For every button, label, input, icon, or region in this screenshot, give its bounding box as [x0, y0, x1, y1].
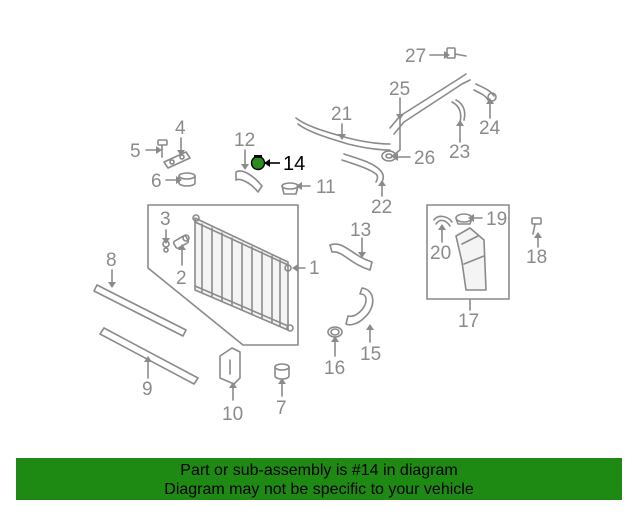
- callout-labels: 1 2 3 4 5 6 7 8 9 10 11 12 13 14 15 16 1…: [106, 46, 547, 425]
- leader-lines: [111, 54, 539, 401]
- callout-6: 6: [151, 171, 162, 192]
- hose-part-22: [341, 153, 385, 183]
- bolt-part-18: [531, 217, 542, 235]
- callout-23: 23: [449, 142, 470, 163]
- callout-12: 12: [234, 130, 255, 151]
- callout-3: 3: [160, 209, 171, 230]
- bolt-part-27: [446, 47, 467, 59]
- callout-11: 11: [316, 177, 336, 198]
- callout-10: 10: [222, 404, 243, 425]
- callout-24: 24: [479, 118, 501, 139]
- callout-22: 22: [371, 197, 392, 218]
- lower-bracket-part: [219, 347, 241, 385]
- radiator-core: [192, 214, 294, 332]
- reservoir-tank: [455, 227, 487, 291]
- callout-1: 1: [309, 258, 320, 279]
- upper-hose-part: [235, 170, 263, 193]
- lower-hose-part: [345, 287, 374, 326]
- callout-25: 25: [389, 79, 410, 100]
- pipe-part-25: [389, 73, 471, 159]
- hose-part-13: [329, 243, 373, 271]
- reservoir-assembly-outline: [426, 204, 510, 300]
- seal-strip-upper: [93, 284, 187, 337]
- banner-line-1: Part or sub-assembly is #14 in diagram: [180, 462, 458, 479]
- bolt-part: [157, 139, 168, 158]
- parts-diagram: 1 2 3 4 5 6 7 8 9 10 11 12 13 14 15 16 1…: [93, 46, 547, 425]
- seal-strip-lower: [99, 327, 199, 385]
- callout-8: 8: [106, 250, 117, 271]
- callout-16: 16: [324, 358, 345, 379]
- radiator-assembly-outline: [147, 204, 299, 346]
- callout-20: 20: [430, 243, 451, 264]
- leader-arrowheads: [108, 51, 542, 388]
- callout-7: 7: [276, 398, 287, 419]
- cap-seal-part: [281, 182, 299, 195]
- callout-21: 21: [331, 104, 352, 125]
- drain-plug-part: [172, 234, 190, 250]
- callout-17: 17: [458, 311, 479, 332]
- callout-2: 2: [176, 268, 187, 289]
- callout-5: 5: [130, 141, 141, 162]
- cushion-part: [178, 172, 196, 187]
- callout-4: 4: [175, 118, 186, 139]
- callout-15: 15: [360, 344, 381, 365]
- banner-line-2: Diagram may not be specific to your vehi…: [164, 481, 474, 498]
- pipe-part-21: [295, 117, 391, 151]
- callout-19: 19: [486, 209, 507, 230]
- overflow-hose-part: [433, 215, 453, 227]
- bracket-part: [163, 151, 191, 169]
- callout-9: 9: [142, 379, 153, 400]
- callout-27: 27: [405, 46, 426, 67]
- hose-part-24: [473, 83, 497, 102]
- callout-14: 14: [283, 153, 305, 175]
- clamp-part: [327, 326, 343, 338]
- callout-26: 26: [414, 148, 435, 169]
- callout-13: 13: [350, 220, 371, 241]
- hose-part-23: [451, 99, 466, 123]
- callout-18: 18: [526, 247, 547, 268]
- radiator-cap-part-14[interactable]: [250, 155, 281, 171]
- lower-cushion-part: [274, 363, 290, 380]
- info-banner: Part or sub-assembly is #14 in diagram D…: [16, 458, 622, 500]
